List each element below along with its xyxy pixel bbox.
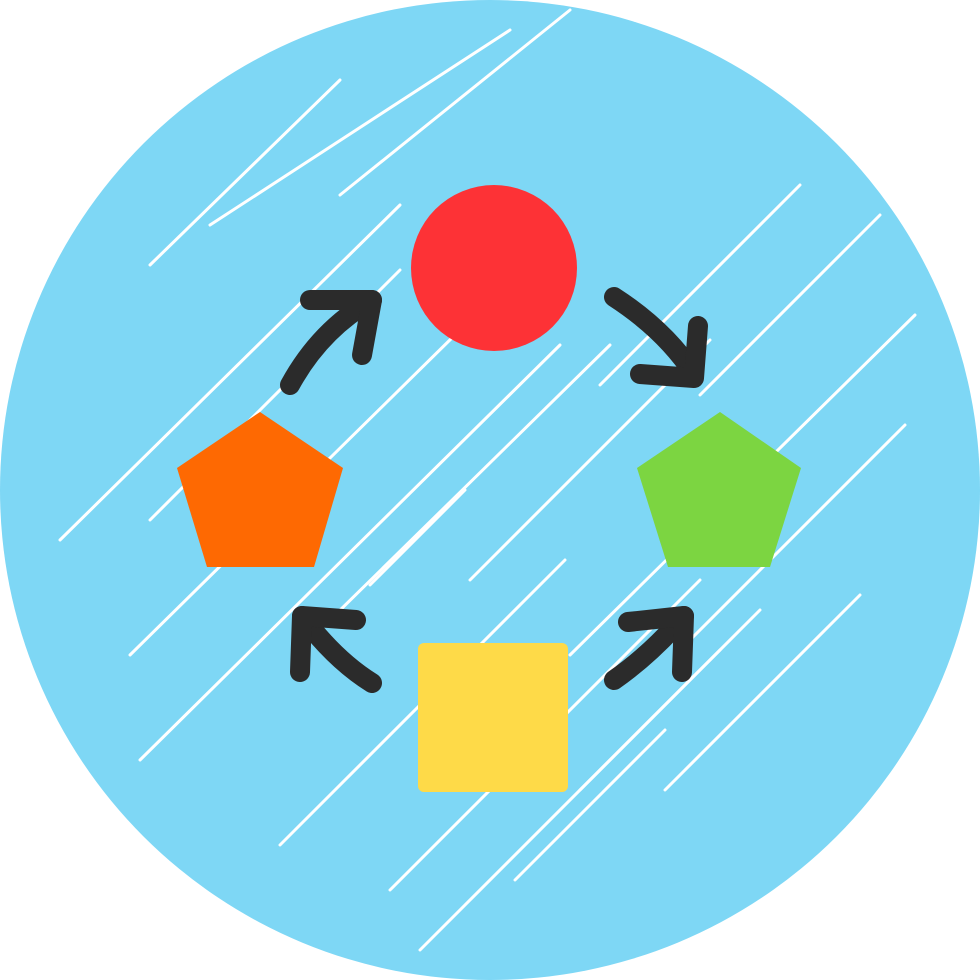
streak (513, 728, 667, 882)
streak (368, 488, 467, 587)
pentagon-right-node (637, 412, 801, 567)
streak (58, 203, 402, 542)
streak (418, 648, 722, 952)
streak (698, 213, 882, 397)
streak (338, 8, 572, 197)
arrow-square-to-right-pentagon-icon (604, 606, 694, 690)
streak (688, 423, 907, 642)
square-node (418, 643, 568, 792)
streak (598, 183, 802, 387)
arrow-circle-to-right-pentagon-icon (604, 287, 708, 388)
pentagon-left-node (177, 412, 343, 567)
streak (138, 343, 562, 762)
streak (148, 78, 342, 267)
arrow-square-to-left-pentagon-icon (290, 606, 382, 693)
circle-node (411, 185, 577, 351)
streak (663, 593, 862, 792)
streak (328, 343, 612, 622)
streak (208, 28, 512, 227)
arrow-left-pentagon-to-circle-icon (280, 290, 382, 395)
